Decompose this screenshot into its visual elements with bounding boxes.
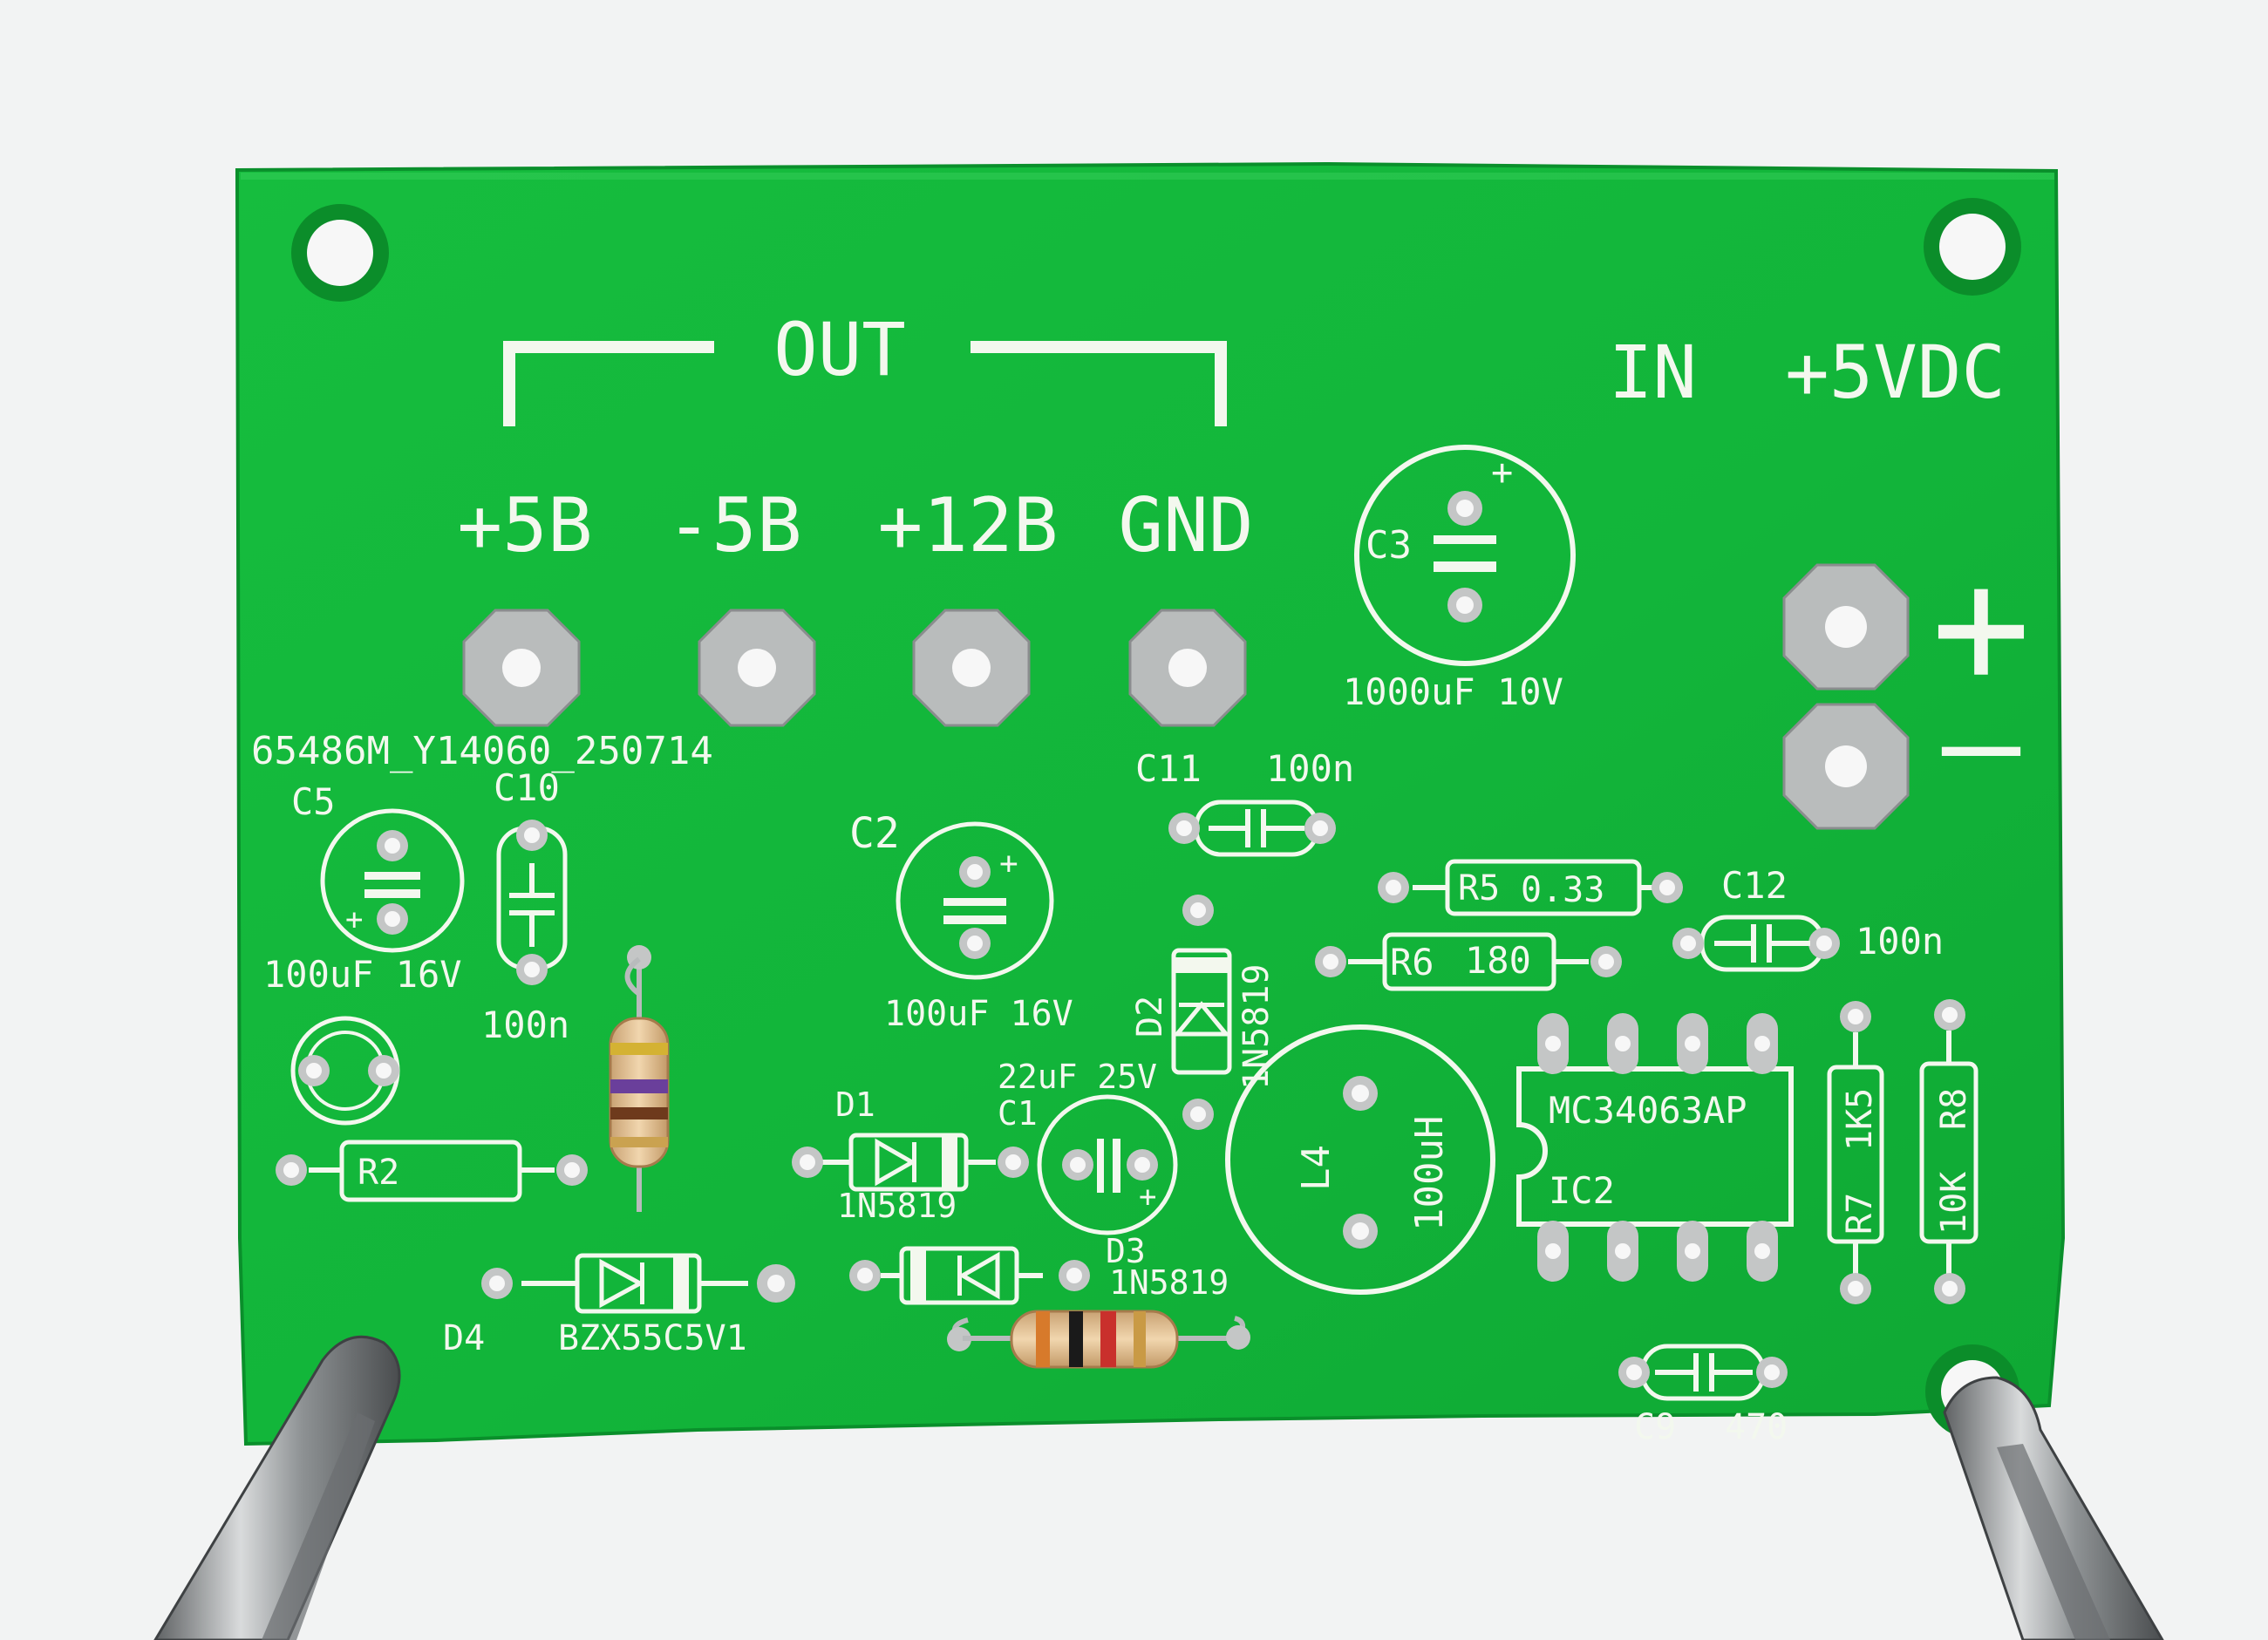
output-pad <box>1128 609 1247 727</box>
c1-value: 22uF 25V <box>998 1058 1157 1096</box>
ic2-value: MC34063AP <box>1549 1089 1747 1132</box>
r2-ref: R2 <box>358 1153 399 1193</box>
d2-value: 1N5819 <box>1236 964 1277 1091</box>
r7-ref: R7 <box>1840 1193 1880 1235</box>
d1-ref: D1 <box>835 1085 875 1124</box>
resistor-r5 <box>1378 859 1683 916</box>
r8-value: 10K <box>1934 1172 1974 1235</box>
ic2-pins-top <box>1537 1013 1778 1074</box>
output-pad <box>912 609 1031 727</box>
c2-polarity: + <box>999 846 1018 881</box>
alligator-clip-right <box>1943 1376 2164 1640</box>
resistor-r7 <box>1827 1001 1884 1304</box>
out-bracket <box>503 341 1227 426</box>
c12-value: 100n <box>1856 920 1944 963</box>
r8-ref: R8 <box>1934 1088 1974 1130</box>
d4-ref: D4 <box>443 1318 485 1358</box>
input-label: IN +5VDC <box>1609 330 2006 415</box>
c11-value: 100n <box>1266 747 1354 790</box>
c9-ref: C9 <box>1634 1407 1676 1447</box>
c2-ref: C2 <box>849 809 900 858</box>
pcb-board <box>235 161 2066 1446</box>
l4-value: 100uH <box>1407 1116 1452 1231</box>
installed-resistor-vertical <box>609 945 670 1212</box>
board-id-label: 65486M_Y14060_250714 <box>251 729 713 773</box>
ic2-ref: IC2 <box>1549 1169 1615 1212</box>
inductor-l4 <box>1225 1024 1495 1295</box>
round-footprint <box>290 1016 400 1126</box>
c1-polarity: + <box>1139 1180 1156 1215</box>
c12-ref: C12 <box>1721 864 1788 907</box>
output-label-minus5: -5B <box>666 482 801 569</box>
d3-ref: D3 <box>1106 1232 1146 1270</box>
capacitor-c3 <box>1354 445 1576 666</box>
out-label: OUT <box>773 307 906 392</box>
d4-value: BZX55C5V1 <box>558 1318 747 1358</box>
ic2-footprint <box>1516 1013 1794 1282</box>
capacitor-c5 <box>320 808 465 953</box>
output-label-gnd: GND <box>1118 482 1253 569</box>
capacitor-c12 <box>1672 915 1840 972</box>
installed-resistor-horizontal <box>947 1310 1250 1369</box>
ic2-pins-bottom <box>1537 1221 1778 1282</box>
r7-value: 1K5 <box>1840 1088 1880 1151</box>
capacitor-c2 <box>896 821 1054 980</box>
capacitor-c10 <box>496 820 568 985</box>
diode-d4 <box>481 1253 795 1314</box>
resistor-r2 <box>276 1140 588 1202</box>
r5-value: 0.33 <box>1521 870 1604 910</box>
c9-value: 470 <box>1725 1407 1788 1447</box>
output-pads <box>462 609 1247 727</box>
capacitor-c11 <box>1168 800 1336 857</box>
r5-ref: R5 <box>1458 868 1500 908</box>
c5-ref: C5 <box>291 780 336 823</box>
diode-d1 <box>792 1133 1029 1192</box>
output-label-plus5: +5B <box>457 482 592 569</box>
c5-value: 100uF 16V <box>263 953 462 996</box>
output-pad <box>698 609 816 727</box>
c2-value: 100uF 16V <box>884 994 1073 1034</box>
output-label-plus12: +12B <box>877 482 1058 569</box>
input-pads <box>1782 563 1910 830</box>
d2-ref: D2 <box>1130 996 1170 1038</box>
l4-ref: L4 <box>1294 1145 1338 1191</box>
c3-value: 1000uF 10V <box>1343 670 1563 713</box>
d3-value: 1N5819 <box>1109 1263 1229 1302</box>
r6-value: 180 <box>1465 939 1531 982</box>
r6-ref: R6 <box>1390 941 1434 983</box>
c3-ref: C3 <box>1366 523 1412 568</box>
c11-ref: C11 <box>1135 747 1202 790</box>
resistor-r8 <box>1919 999 1979 1304</box>
input-plus-sign: + <box>1931 530 2031 723</box>
c10-ref: C10 <box>494 766 560 809</box>
c3-polarity: + <box>1491 451 1513 493</box>
output-labels: +5B -5B +12B GND <box>457 482 1253 569</box>
diode-d2 <box>1171 895 1232 1130</box>
output-pad <box>462 609 581 727</box>
d1-value: 1N5819 <box>837 1187 957 1225</box>
diode-d3 <box>849 1246 1090 1305</box>
capacitor-c1 <box>1037 1094 1178 1235</box>
resistor-r6 <box>1315 932 1622 991</box>
c1-ref: C1 <box>998 1094 1038 1133</box>
c5-polarity: + <box>345 902 363 937</box>
alligator-clip-left <box>153 1335 401 1640</box>
capacitor-c9 <box>1618 1344 1788 1401</box>
c10-value: 100n <box>481 1004 569 1046</box>
input-minus-sign: — <box>1942 667 2021 819</box>
